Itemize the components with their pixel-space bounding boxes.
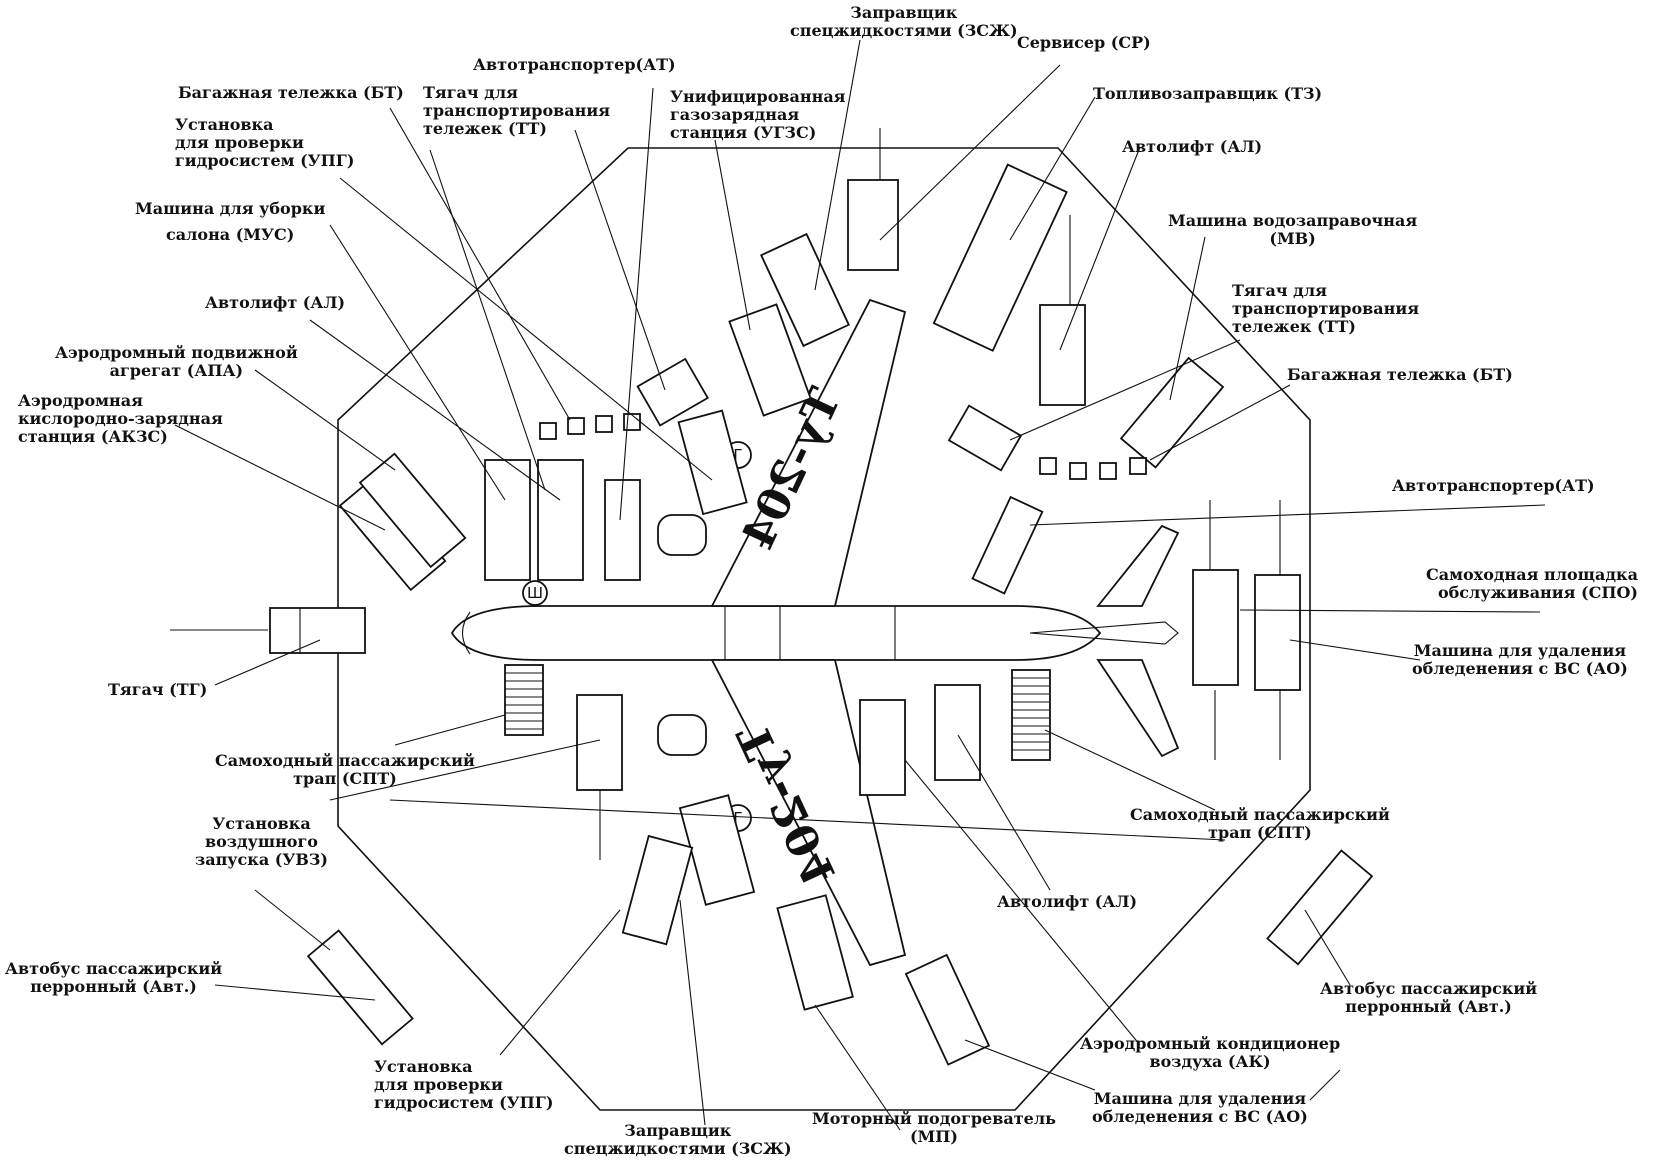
- vehicle-servicer: [847, 179, 899, 271]
- ground-power-symbol: Ш: [527, 584, 543, 602]
- label-mus: Машина для уборки салона (МУС): [135, 199, 326, 244]
- baggage-train-left: [539, 413, 641, 440]
- vehicle-zsg-bottom: [678, 794, 756, 906]
- passenger-stairs-right: [1011, 669, 1051, 761]
- vehicle-uvz: [576, 694, 623, 791]
- ground-power-marker: [522, 580, 548, 606]
- label-upg-top: Установка для проверки гидросистем (УПГ): [175, 115, 355, 170]
- aircraft-nose: [461, 611, 471, 655]
- bus-left: [306, 929, 414, 1046]
- vehicle-at-right: [971, 495, 1044, 595]
- aircraft-right-wing: [710, 659, 907, 967]
- label-bus-right: Автобус пассажирский перронный (Авт.): [1320, 979, 1538, 1016]
- aircraft-tail-fin: [1029, 621, 1179, 645]
- label-bus-left: Автобус пассажирский перронный (Авт.): [5, 959, 223, 996]
- label-bt-top: Багажная тележка (БТ): [178, 83, 404, 102]
- vehicle-al-bottom-1: [859, 699, 906, 796]
- fuel-symbol-top: Г: [733, 446, 742, 464]
- label-tt-top-left: Тягач для транспортирования тележек (ТТ): [423, 83, 611, 138]
- vehicle-al-top-right: [1039, 304, 1086, 406]
- vehicle-at-top: [636, 357, 709, 427]
- vehicle-upg-bottom: [621, 834, 694, 946]
- aircraft-left-wing: [710, 298, 907, 607]
- aircraft-right-stabilizer: [1096, 659, 1180, 758]
- vehicle-tt-top: [728, 303, 812, 417]
- label-ak: Аэродромный кондиционер воздуха (АК): [1080, 1034, 1341, 1071]
- vehicle-spo: [1192, 569, 1239, 686]
- vehicle-upg-top: [677, 409, 748, 516]
- fuel-symbol-bottom: Г: [733, 809, 742, 827]
- aircraft-left-engine: [657, 514, 707, 556]
- vehicle-akzs: [358, 452, 467, 569]
- bus-right: [1266, 849, 1374, 966]
- vehicle-tt-right: [947, 404, 1023, 472]
- vehicle-al-bottom-2: [934, 684, 981, 781]
- tug-vehicle: [269, 607, 366, 654]
- label-spt-right: Самоходный пассажирский трап (СПТ): [1130, 805, 1390, 842]
- vehicle-mv: [1119, 356, 1225, 469]
- aircraft-fuselage: [450, 605, 1102, 661]
- label-mv: Машина водозаправочная (МВ): [1168, 211, 1418, 248]
- label-servicer: Сервисер (СР): [1017, 33, 1151, 52]
- label-spt-left: Самоходный пассажирский трап (СПТ): [215, 751, 475, 788]
- vehicle-mus: [484, 459, 531, 581]
- label-uvz: Установка воздушного запуска (УВЗ): [195, 814, 328, 869]
- label-at-top: Автотранспортер(АТ): [473, 55, 676, 74]
- vehicle-ao-right: [1254, 574, 1301, 691]
- label-bt-right: Багажная тележка (БТ): [1287, 365, 1513, 384]
- label-mp: Моторный подогреватель (МП): [812, 1109, 1056, 1146]
- leader-lines: [174, 39, 1546, 1131]
- label-ugzs: Унифицированная газозарядная станция (УГ…: [670, 87, 846, 142]
- vehicles: [269, 163, 1374, 1066]
- passenger-stairs-left: [504, 664, 544, 736]
- label-tz: Топливозаправщик (ТЗ): [1093, 84, 1323, 103]
- label-tt-right: Тягач для транспортирования тележек (ТТ): [1232, 281, 1420, 336]
- vehicle-mp: [776, 894, 854, 1011]
- aircraft-left-stabilizer: [1096, 524, 1180, 607]
- label-at-right: Автотранспортер(АТ): [1392, 476, 1595, 495]
- label-ao-bottom: Машина для удаления обледенения с ВС (АО…: [1092, 1089, 1308, 1126]
- label-apa: Аэродромный подвижной агрегат (АПА): [55, 343, 298, 380]
- label-zsg-bottom: Заправщик спецжидкостями (ЗСЖ): [564, 1121, 792, 1158]
- vehicle-tz: [932, 163, 1068, 352]
- vehicle-ugzs: [604, 479, 641, 581]
- label-tt-tug: Тягач (ТГ): [108, 680, 208, 699]
- vehicle-ao-bottom: [904, 953, 991, 1066]
- label-ao-right: Машина для удаления обледенения с ВС (АО…: [1412, 641, 1628, 678]
- apron-boundary: [337, 147, 1311, 1111]
- label-al-top-right: Автолифт (АЛ): [1122, 137, 1263, 156]
- label-akzs: Аэродромная кислородно-зарядная станция …: [18, 391, 223, 446]
- aircraft-right-engine: [657, 714, 707, 756]
- label-upg-bottom: Установка для проверки гидросистем (УПГ): [374, 1057, 554, 1112]
- vehicle-al-left: [537, 459, 584, 581]
- label-zsg-top: Заправщик спецжидкостями (ЗСЖ): [790, 3, 1018, 40]
- vehicle-zsg-top: [760, 232, 850, 348]
- label-al-bottom: Автолифт (АЛ): [997, 892, 1138, 911]
- movement-arrows: [170, 128, 1341, 1101]
- baggage-train-right: [1039, 457, 1147, 480]
- label-al-left: Автолифт (АЛ): [205, 293, 346, 312]
- label-spo: Самоходная площадка обслуживания (СПО): [1426, 565, 1638, 602]
